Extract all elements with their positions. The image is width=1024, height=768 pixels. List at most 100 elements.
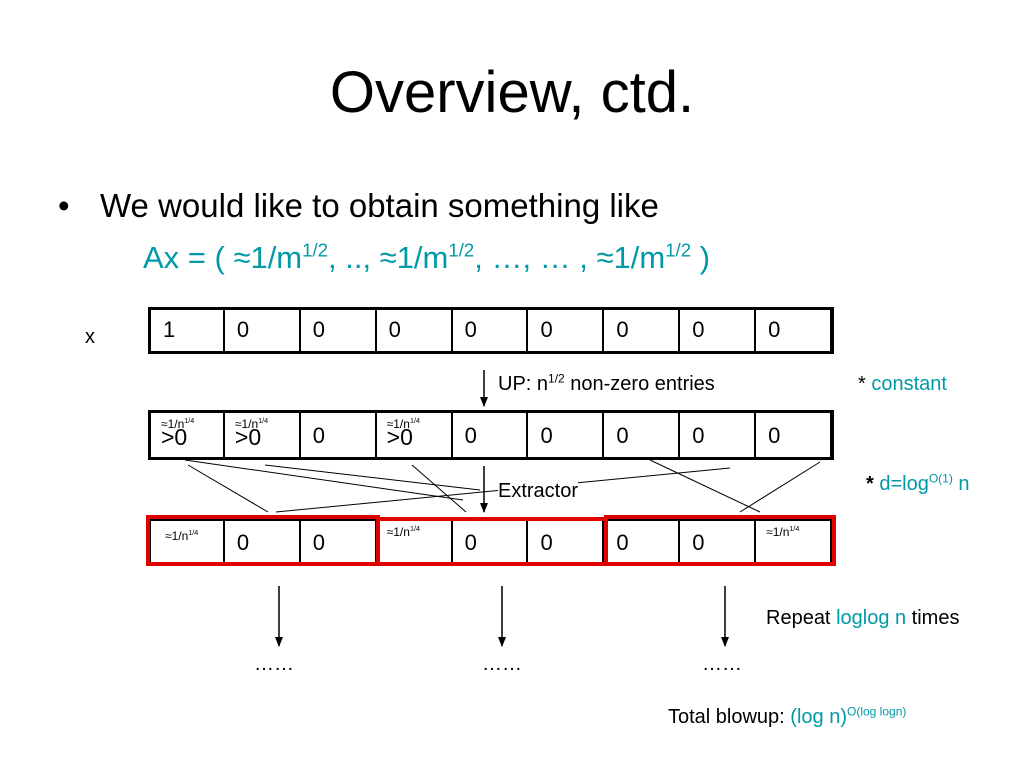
- up-label-exp: 1/2: [548, 371, 565, 386]
- cell-value: 0: [768, 317, 781, 342]
- repeat-label: Repeat loglog n times: [766, 606, 959, 630]
- continuation-dots: ……: [482, 653, 522, 675]
- vector-x-cell: 0: [604, 310, 681, 351]
- positive-marker: >0: [161, 424, 188, 450]
- approx-base: ≈1/n: [766, 525, 790, 539]
- cell-value: 0: [616, 423, 629, 448]
- approx-base: ≈1/n: [165, 529, 189, 543]
- cell-value: 0: [312, 317, 326, 342]
- vector-up-cell: ≈1/n1/4 >0: [377, 413, 453, 457]
- red-block-3: [604, 515, 836, 566]
- extractor-label: Extractor: [498, 479, 579, 503]
- bullet-marker: •: [58, 187, 70, 224]
- approx-exp: 1/4: [184, 416, 195, 425]
- up-label-pre: UP: n: [498, 373, 549, 395]
- vector-up-table: ≈1/n1/4 >0 ≈1/n1/4 >0 0 ≈1/n1/4 >0 0 0 0…: [148, 410, 834, 460]
- vector-x-cell: 0: [301, 310, 377, 351]
- vector-ext-cell: ≈1/n1/4: [377, 521, 453, 563]
- cell-value: 0: [464, 317, 477, 342]
- vector-ext-cell: ≈1/n1/4: [151, 521, 225, 563]
- formula-part-1: Ax = ( ≈1/m: [143, 240, 303, 275]
- vector-ext-cell: 0: [225, 521, 301, 563]
- approx-value: ≈1/n1/4: [766, 525, 799, 539]
- approx-exp: 1/4: [188, 528, 199, 537]
- vector-up-cell: 0: [604, 413, 681, 457]
- cell-value: 0: [236, 530, 250, 555]
- vector-up-cell: 0: [756, 413, 833, 457]
- vector-x-cell: 0: [453, 310, 529, 351]
- cell-value: 0: [312, 530, 326, 555]
- formula-part-4: ): [691, 240, 711, 275]
- x-vector-label: x: [85, 326, 95, 348]
- degree-star: *: [866, 473, 880, 495]
- red-blocks: [146, 515, 836, 566]
- approx-base: ≈1/n: [161, 417, 185, 431]
- repeat-pre: Repeat: [766, 607, 837, 629]
- cell-value: 0: [616, 317, 629, 342]
- cell-value: 0: [312, 423, 326, 448]
- approx-base: ≈1/n: [386, 417, 410, 431]
- continuation-dots: ……: [254, 653, 294, 675]
- total-exp: O(log logn): [847, 704, 907, 719]
- continuation-dots: ……: [702, 653, 742, 675]
- vector-up-cell: ≈1/n1/4 >0: [151, 413, 225, 457]
- approx-value: ≈1/n1/4: [387, 417, 420, 431]
- cell-value: 1: [163, 317, 176, 342]
- up-label-post: non-zero entries: [564, 373, 715, 395]
- cell-value: 0: [692, 317, 705, 342]
- constant-star: *: [858, 373, 872, 395]
- positive-marker: >0: [234, 424, 262, 450]
- total-pre: Total blowup:: [668, 706, 791, 728]
- degree-pre: d=log: [879, 473, 929, 495]
- vector-ext-cell: 0: [680, 521, 757, 563]
- vector-x-cell: 0: [756, 310, 833, 351]
- cell-value: 0: [540, 423, 553, 448]
- vector-x-table: 1 0 0 0 0 0 0 0 0: [148, 307, 834, 354]
- up-label: UP: n1/2 non-zero entries: [498, 372, 715, 396]
- total-mid: (log n): [790, 706, 847, 728]
- formula-part-3: , …, … , ≈1/m: [474, 240, 666, 275]
- cell-value: 0: [388, 317, 401, 342]
- vector-x-cell: 0: [377, 310, 453, 351]
- cell-value: 0: [616, 530, 629, 555]
- cell-value: 0: [692, 423, 705, 448]
- constant-label: * constant: [858, 372, 947, 396]
- approx-value: ≈1/n1/4: [235, 417, 268, 431]
- vector-up-cell: 0: [301, 413, 377, 457]
- slide-title: Overview, ctd.: [329, 60, 695, 125]
- degree-exp: O(1): [928, 471, 953, 486]
- target-formula: Ax = ( ≈1/m1/2, .., ≈1/m1/2, …, … , ≈1/m…: [143, 238, 710, 278]
- approx-value: ≈1/n1/4: [165, 529, 198, 543]
- constant-text: constant: [871, 373, 947, 395]
- approx-value: ≈1/n1/4: [161, 417, 194, 431]
- red-block-2: [376, 517, 608, 566]
- vector-ext-cell: 0: [604, 521, 681, 563]
- vector-ext-cell: 0: [453, 521, 529, 563]
- approx-exp: 1/4: [409, 416, 420, 425]
- vector-extractor-table: ≈1/n1/4 0 0 ≈1/n1/4 0 0 0 0 ≈1/n1/4: [148, 518, 834, 566]
- cell-value: 0: [692, 530, 705, 555]
- formula-exp-1: 1/2: [302, 239, 328, 261]
- vector-x-cell: 1: [151, 310, 225, 351]
- vector-ext-cell: 0: [301, 521, 377, 563]
- approx-base: ≈1/n: [234, 417, 259, 431]
- vector-ext-cell: ≈1/n1/4: [756, 521, 833, 563]
- approx-base: ≈1/n: [386, 525, 410, 539]
- vector-x-cell: 0: [528, 310, 605, 351]
- degree-post: n: [952, 473, 970, 495]
- cell-value: 0: [464, 530, 477, 555]
- approx-exp: 1/4: [789, 524, 800, 533]
- approx-value: ≈1/n1/4: [387, 525, 420, 539]
- vector-up-cell: ≈1/n1/4 >0: [225, 413, 301, 457]
- repeat-post: times: [906, 607, 960, 629]
- cell-value: 0: [768, 423, 781, 448]
- degree-label: * d=logO(1) n: [866, 472, 970, 496]
- positive-marker: >0: [386, 424, 413, 450]
- cell-value: 0: [540, 317, 553, 342]
- formula-exp-2: 1/2: [448, 239, 475, 261]
- formula-part-2: , .., ≈1/m: [328, 240, 449, 275]
- bullet-text: We would like to obtain something like: [100, 187, 659, 224]
- total-blowup-label: Total blowup: (log n)O(log logn): [668, 705, 906, 729]
- vector-up-cell: 0: [453, 413, 529, 457]
- vector-up-cell: 0: [680, 413, 757, 457]
